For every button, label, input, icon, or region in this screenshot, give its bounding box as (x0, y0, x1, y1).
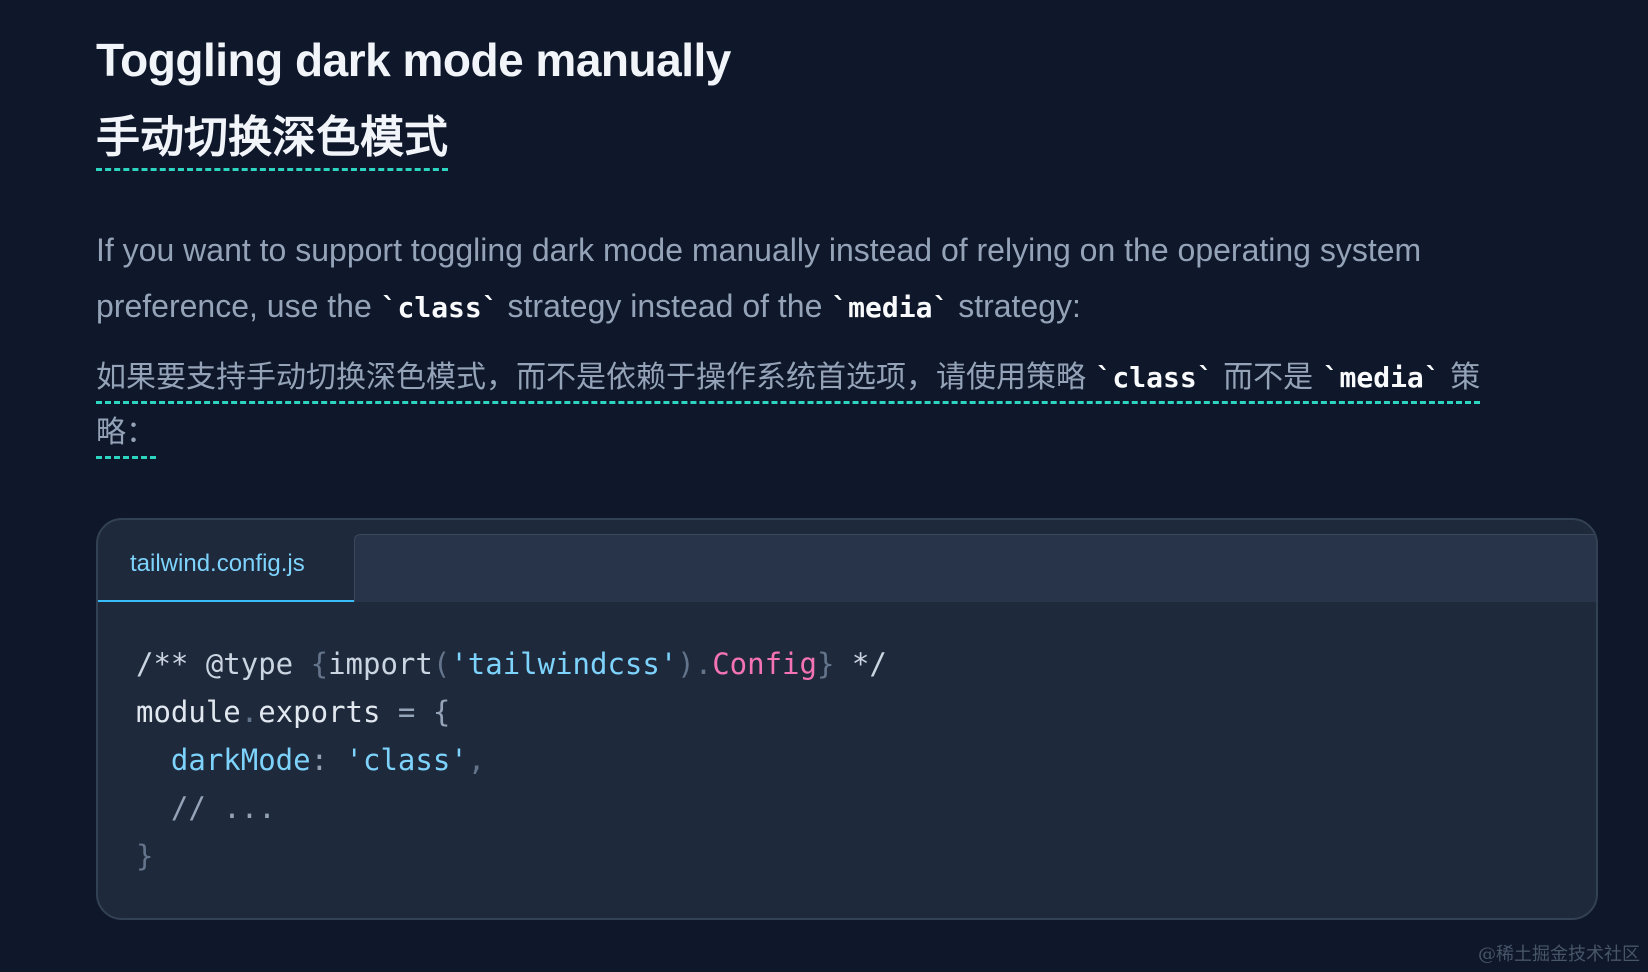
translation-line-2: 略： (96, 410, 156, 459)
inline-code-class: `class` (380, 291, 499, 324)
translation-text-part: 略： (96, 415, 156, 450)
code-indent (136, 791, 171, 825)
code-line-2: module.exports = { (136, 695, 450, 729)
inline-code-media: `media` (831, 291, 950, 324)
code-token: 'class' (345, 743, 468, 777)
translation-text-part: 如果要支持手动切换深色模式，而不是依赖于操作系统首选项，请使用策略 (96, 360, 1096, 395)
code-token: import (328, 647, 433, 681)
translation-line-1: 如果要支持手动切换深色模式，而不是依赖于操作系统首选项，请使用策略 `class… (96, 355, 1481, 404)
code-token: } (816, 647, 835, 681)
code-line-5: } (136, 839, 153, 873)
code-token: : (310, 743, 346, 777)
code-token: module (136, 695, 241, 729)
inline-code-media: `media` (1322, 361, 1441, 394)
code-content[interactable]: /** @type {import('tailwindcss').Config}… (136, 640, 887, 880)
code-token: , (467, 743, 486, 777)
watermark: @稀土掘金技术社区 (1478, 944, 1640, 965)
code-token: exports (258, 695, 398, 729)
intro-text-part: strategy instead of the (498, 288, 832, 324)
code-token: = { (397, 695, 451, 729)
tab-bar-background (354, 534, 1596, 602)
translation-text-part: 策 (1440, 360, 1481, 395)
tab-tailwind-config[interactable]: tailwind.config.js (98, 520, 354, 602)
intro-paragraph-translation: 如果要支持手动切换深色模式，而不是依赖于操作系统首选项，请使用策略 `class… (96, 350, 1566, 460)
code-tab-bar: tailwind.config.js (98, 520, 1596, 602)
code-token: */ (834, 647, 887, 681)
inline-code-class: `class` (1095, 361, 1214, 394)
intro-paragraph: If you want to support toggling dark mod… (96, 222, 1556, 336)
intro-text-part: strategy: (949, 288, 1081, 324)
code-token: 'tailwindcss' (450, 647, 678, 681)
intro-text-part: If you want to support toggling dark mod… (96, 232, 1422, 324)
code-line-3: darkMode: 'class', (136, 743, 485, 777)
code-token: darkMode (170, 743, 311, 777)
code-token: ). (677, 647, 713, 681)
tab-label: tailwind.config.js (130, 550, 305, 577)
translation-text-part: 而不是 (1213, 360, 1323, 395)
code-token: Config (712, 647, 817, 681)
code-token: /** @type (136, 647, 311, 681)
page-title-translation: 手动切换深色模式 (96, 110, 448, 171)
code-line-1: /** @type {import('tailwindcss').Config}… (136, 647, 887, 681)
code-block: tailwind.config.js /** @type {import('ta… (96, 518, 1598, 920)
code-indent (136, 743, 171, 777)
code-token: . (240, 695, 259, 729)
page-title: Toggling dark mode manually (96, 34, 731, 86)
code-token: { (310, 647, 329, 681)
code-token: // ... (170, 791, 276, 825)
code-line-4: // ... (136, 791, 276, 825)
code-token: } (136, 839, 154, 873)
code-token: ( (432, 647, 451, 681)
